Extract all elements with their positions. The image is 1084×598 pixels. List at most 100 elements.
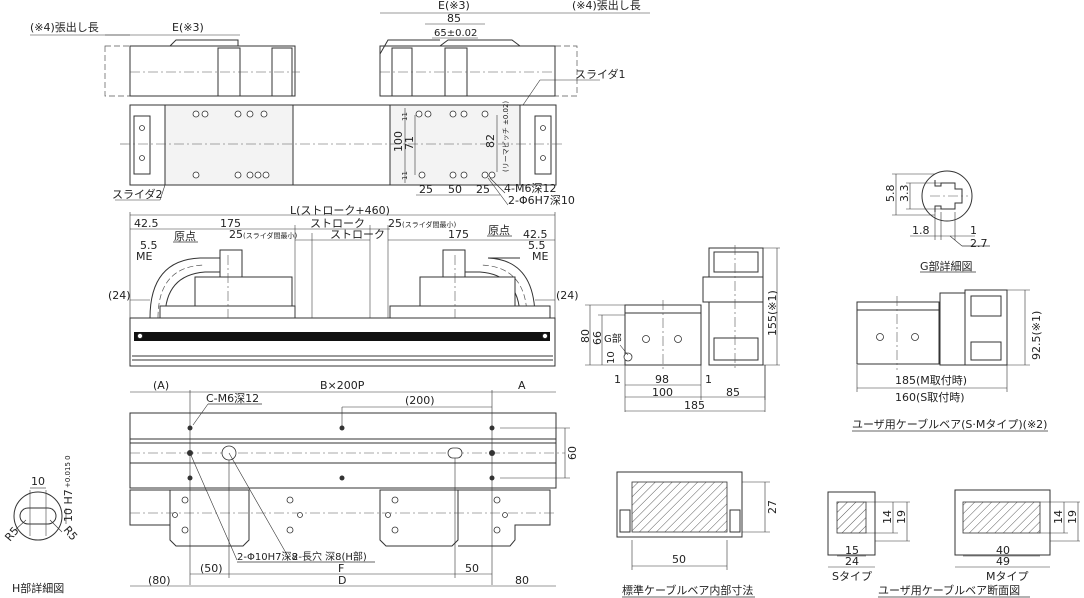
mounting-holes bbox=[139, 110, 546, 179]
std-cable-section: 27 50 標準ケーブルベア内部寸法 bbox=[616, 471, 779, 598]
dim-80-paren: (80) bbox=[148, 574, 171, 587]
origin-right: 原点 bbox=[488, 224, 510, 237]
std-cable-hatched-area bbox=[631, 481, 728, 533]
user-cable-title: ユーザ用ケーブルベア(S·Mタイプ)(※2) bbox=[852, 417, 1047, 431]
dim-60: 60 bbox=[566, 446, 579, 460]
bottom-dimension-lines bbox=[130, 390, 570, 587]
overhang-right-outline bbox=[554, 45, 578, 97]
origin-left: 原点 bbox=[174, 230, 196, 243]
front-screw bbox=[674, 335, 682, 343]
side-dimension-lines bbox=[129, 212, 556, 318]
h-r5-right: R5 bbox=[61, 524, 80, 544]
s-type-hatched-area bbox=[836, 501, 867, 534]
pin-hole-label: 2-Φ10H7深8 bbox=[237, 551, 298, 563]
std-cable-roller-left bbox=[619, 509, 631, 533]
slider2-block bbox=[164, 104, 294, 186]
right-5-5: 5.5 bbox=[528, 239, 546, 252]
pin-spec: 2-Φ6H7深10 bbox=[508, 194, 575, 207]
user-cable-section: 14 19 15 24 Sタイプ 14 19 40 49 Mタイプ ユーザ用ケー… bbox=[827, 489, 1080, 598]
right-24: (24) bbox=[556, 289, 579, 302]
slider1-label: スライダ1 bbox=[575, 67, 626, 81]
side-view: L(ストローク+460) 42.5 175 ストローク 25 (スライダ間最小)… bbox=[108, 204, 579, 367]
std-dim-50: 50 bbox=[672, 553, 686, 566]
user-dimension-lines bbox=[856, 289, 1030, 392]
bracket-left-side bbox=[219, 249, 243, 278]
left-5-5: 5.5 bbox=[140, 239, 158, 252]
b-pitch-label: B×200P bbox=[320, 379, 365, 392]
h-r5-left: R5 bbox=[2, 524, 21, 544]
stroke-mid-label: ストローク bbox=[330, 228, 385, 241]
m-dim-40: 40 bbox=[996, 544, 1010, 557]
cable-bear-top-edges bbox=[169, 39, 521, 55]
top-dimension-lines bbox=[30, 12, 650, 206]
left-25-min-note: (スライダ間最小) bbox=[243, 231, 297, 240]
end-cap-right bbox=[534, 115, 552, 175]
front-link-top bbox=[713, 251, 759, 273]
length-label: L(ストローク+460) bbox=[290, 204, 390, 217]
end-cap-left bbox=[133, 115, 151, 175]
s-dim-19: 19 bbox=[895, 510, 908, 524]
user-link-top bbox=[970, 295, 1002, 317]
user-screw bbox=[911, 333, 919, 341]
slider2-label: スライダ2 bbox=[112, 187, 163, 201]
front-dim-100: 100 bbox=[652, 386, 673, 399]
top-view: (※4)張出し長 E(※3) E(※3) (※4)張出し長 85 65±0.02… bbox=[30, 0, 650, 207]
m-dim-14: 14 bbox=[1052, 510, 1065, 524]
dim-71: 71 bbox=[403, 136, 416, 150]
user-dim-185: 185(M取付時) bbox=[895, 374, 967, 387]
s-dim-15: 15 bbox=[845, 544, 859, 557]
left-42-5: 42.5 bbox=[134, 217, 159, 230]
overhang-right-label: (※4)張出し長 bbox=[572, 0, 641, 12]
dim-85: 85 bbox=[447, 12, 461, 25]
slider2-base bbox=[159, 305, 296, 319]
e-left-label: E(※3) bbox=[172, 21, 204, 34]
m-dim-49: 49 bbox=[996, 555, 1010, 568]
left-me: ME bbox=[136, 250, 152, 263]
g-part-marker bbox=[623, 352, 633, 362]
user-dim-92-5: 92.5(※1) bbox=[1030, 311, 1043, 360]
left-24: (24) bbox=[108, 289, 131, 302]
front-dim-66: 66 bbox=[591, 331, 604, 345]
right-175: 175 bbox=[448, 228, 469, 241]
g-detail: 5.8 3.3 1.8 1 2.7 G部詳細図 bbox=[884, 170, 990, 273]
actuator-body-side bbox=[129, 317, 556, 367]
leader-line bbox=[14, 519, 27, 531]
slider-bottom-outlines bbox=[130, 489, 551, 547]
h-detail-circle bbox=[13, 491, 63, 541]
bracket-right-side bbox=[442, 249, 466, 278]
belt-cover bbox=[134, 332, 550, 341]
tap-spec: 4-M6深12 bbox=[504, 182, 556, 195]
c-tap-label: C-M6深12 bbox=[206, 392, 259, 405]
right-25-min-note: (スライダ間最小) bbox=[402, 220, 456, 229]
stroke-top-label: ストローク bbox=[310, 217, 365, 230]
screw-left bbox=[137, 333, 143, 339]
g-dim-2-7: 2.7 bbox=[970, 237, 988, 250]
user-cable-bracket bbox=[939, 292, 966, 366]
front-dim-1-left: 1 bbox=[614, 373, 621, 386]
slider1-base bbox=[389, 305, 551, 319]
front-dim-185: 185 bbox=[684, 399, 705, 412]
front-link-bottom bbox=[713, 337, 759, 361]
a-label: A bbox=[518, 379, 526, 392]
right-25-min: 25 bbox=[388, 217, 402, 230]
std-dim-27: 27 bbox=[766, 500, 779, 514]
a-paren-label: (A) bbox=[153, 379, 169, 392]
actuator-body-bottom bbox=[129, 412, 557, 489]
slider2-cable-bear bbox=[129, 45, 296, 97]
s-type-label: Sタイプ bbox=[832, 570, 872, 583]
left-175: 175 bbox=[220, 217, 241, 230]
overhang-left-outline bbox=[104, 45, 131, 97]
dim-11-top: 11 bbox=[401, 112, 409, 121]
h-dim-10: 10 bbox=[31, 475, 45, 488]
dim-50: 50 bbox=[448, 183, 462, 196]
h-detail: 10 10 H7 +0.015 0 R5 R5 H部詳細図 bbox=[2, 455, 80, 595]
m-dim-19: 19 bbox=[1066, 510, 1079, 524]
front-screw bbox=[642, 335, 650, 343]
dim-11-bottom: 11 bbox=[401, 171, 409, 180]
f-label: F bbox=[338, 562, 344, 575]
left-25-min: 25 bbox=[229, 228, 243, 241]
g-dim-5-8: 5.8 bbox=[884, 185, 897, 203]
front-dim-98: 98 bbox=[655, 373, 669, 386]
slot-label: 2-長穴 深8(H部) bbox=[292, 550, 367, 563]
s-dim-24: 24 bbox=[845, 555, 859, 568]
